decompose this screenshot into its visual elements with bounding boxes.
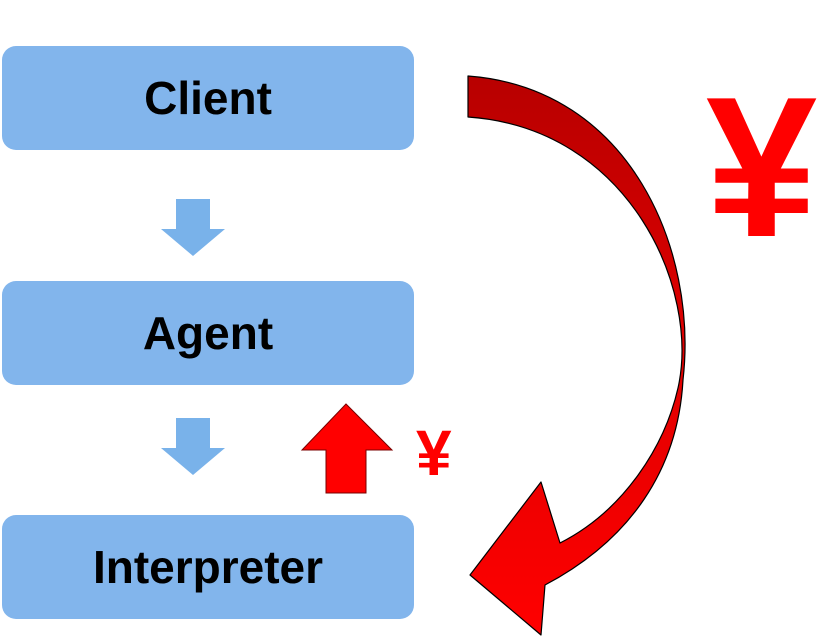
interpreter-label: Interpreter — [92, 541, 324, 593]
down-arrow-client-agent — [161, 199, 225, 256]
interpreter-box: Interpreter — [2, 515, 414, 619]
agent-label: Agent — [142, 307, 274, 359]
down-arrow-agent-interpreter — [161, 418, 225, 475]
client-label: Client — [144, 72, 272, 124]
small-yen-symbol: ¥ — [416, 417, 452, 489]
large-yen-symbol: ¥ — [706, 56, 818, 279]
curved-payment-arrow — [467, 75, 686, 636]
agent-box: Agent — [2, 281, 414, 385]
up-arrow-payment — [300, 403, 394, 494]
client-box: Client — [2, 46, 414, 150]
